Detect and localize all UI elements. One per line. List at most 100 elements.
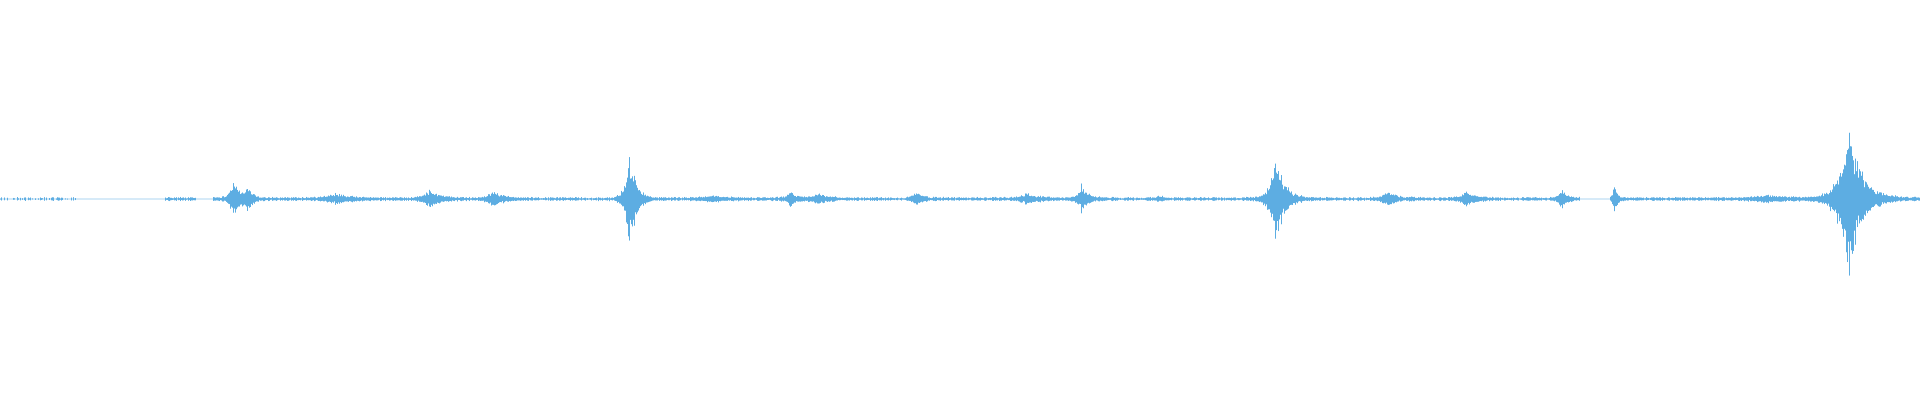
waveform-sample <box>1864 187 1865 215</box>
waveform-sample <box>1275 163 1276 239</box>
waveform-sample <box>1386 194 1387 203</box>
waveform-sample <box>1890 196 1891 203</box>
waveform-sample <box>1841 176 1842 225</box>
waveform-sample <box>252 194 253 206</box>
waveform-sample <box>1833 184 1834 210</box>
waveform-sample <box>229 192 230 205</box>
waveform-sample <box>1763 196 1764 203</box>
waveform-sample <box>1287 190 1288 210</box>
waveform-sample <box>1872 189 1873 207</box>
waveform-sample <box>1847 150 1848 263</box>
waveform-sample <box>1268 190 1269 210</box>
waveform-sample <box>1613 189 1614 206</box>
waveform-sample <box>1846 154 1847 253</box>
waveform-sample <box>1873 189 1874 208</box>
waveform-sample <box>1842 173 1843 229</box>
waveform-sample <box>1612 195 1613 205</box>
waveform-sample <box>1862 171 1863 219</box>
waveform-sample <box>636 185 637 215</box>
waveform-sample <box>1079 192 1080 204</box>
waveform-sample <box>1837 180 1838 224</box>
waveform-sample <box>1395 194 1396 203</box>
waveform-sample <box>621 190 622 205</box>
waveform-sample <box>1390 195 1391 205</box>
waveform-sample <box>790 193 791 207</box>
waveform-sample <box>1829 193 1830 207</box>
waveform-sample <box>432 193 433 207</box>
waveform-sample <box>491 193 492 206</box>
waveform-sample <box>1879 192 1880 207</box>
waveform-sample <box>247 189 248 211</box>
waveform-sample <box>1077 195 1078 204</box>
waveform-sample <box>1280 180 1281 215</box>
waveform-sample <box>235 188 236 213</box>
waveform-sample <box>1468 193 1469 203</box>
waveform-sample <box>253 194 254 203</box>
waveform-sample <box>1288 187 1289 209</box>
waveform-sample <box>635 180 636 213</box>
waveform-sample <box>637 187 638 213</box>
waveform-sample <box>1863 180 1864 220</box>
waveform-sample <box>1858 177 1859 216</box>
waveform-sample <box>1852 155 1853 254</box>
waveform-sample <box>1827 193 1828 206</box>
waveform-sample <box>496 194 497 205</box>
waveform-sample <box>1293 195 1294 204</box>
waveform-sample <box>230 190 231 209</box>
waveform-sample <box>1831 192 1832 207</box>
waveform-sample <box>1877 191 1878 206</box>
waveform-sample <box>1830 190 1831 212</box>
waveform-sample <box>619 195 620 204</box>
waveform-sample <box>1081 183 1082 214</box>
waveform-sample <box>1883 193 1884 204</box>
waveform-sample <box>1469 194 1470 205</box>
waveform-sample <box>233 183 234 213</box>
waveform-sample <box>1292 194 1293 206</box>
waveform-sample <box>1859 169 1860 224</box>
waveform-sample <box>246 189 247 207</box>
waveform-sample <box>1848 148 1849 242</box>
waveform-sample <box>1843 169 1844 237</box>
waveform-sample <box>1271 178 1272 218</box>
waveform-sample <box>627 177 628 225</box>
waveform-sample <box>1878 193 1879 207</box>
waveform-sample <box>234 186 235 209</box>
waveform-sample <box>236 186 237 210</box>
waveform-sample <box>634 175 635 226</box>
waveform-sample <box>819 193 820 204</box>
waveform-sample <box>327 196 328 203</box>
waveform-sample <box>1278 171 1279 232</box>
waveform-sample <box>632 176 633 227</box>
waveform-sample <box>1272 180 1273 214</box>
waveform-sample <box>1274 168 1275 221</box>
waveform-sample <box>1854 174 1855 231</box>
waveform-sample <box>626 182 627 223</box>
waveform-sample <box>330 194 331 202</box>
waveform-sample <box>1460 196 1461 203</box>
waveform-sample <box>1866 182 1867 211</box>
waveform-sample <box>1855 158 1856 245</box>
waveform-sample <box>1080 192 1081 204</box>
waveform-sample <box>1463 195 1464 204</box>
waveform-sample <box>1853 160 1854 251</box>
waveform-sample <box>1840 172 1841 218</box>
waveform-sample <box>1856 171 1857 221</box>
waveform-sample <box>1277 173 1278 221</box>
waveform-sample <box>1850 146 1851 242</box>
waveform-sample <box>641 193 642 206</box>
waveform-sample <box>633 181 634 220</box>
waveform-sample <box>620 195 621 204</box>
waveform-sample <box>1279 179 1280 220</box>
waveform-sample <box>624 186 625 211</box>
waveform-sample <box>1028 193 1029 203</box>
waveform-sample <box>787 194 788 202</box>
waveform-sample <box>1845 165 1846 231</box>
waveform-sample <box>1291 191 1292 205</box>
waveform-sample <box>628 168 629 237</box>
waveform-sample <box>1826 192 1827 204</box>
waveform-sample <box>918 193 919 203</box>
waveform-sample <box>429 189 430 207</box>
waveform-sample <box>1276 172 1277 231</box>
waveform-sample <box>1615 189 1616 207</box>
